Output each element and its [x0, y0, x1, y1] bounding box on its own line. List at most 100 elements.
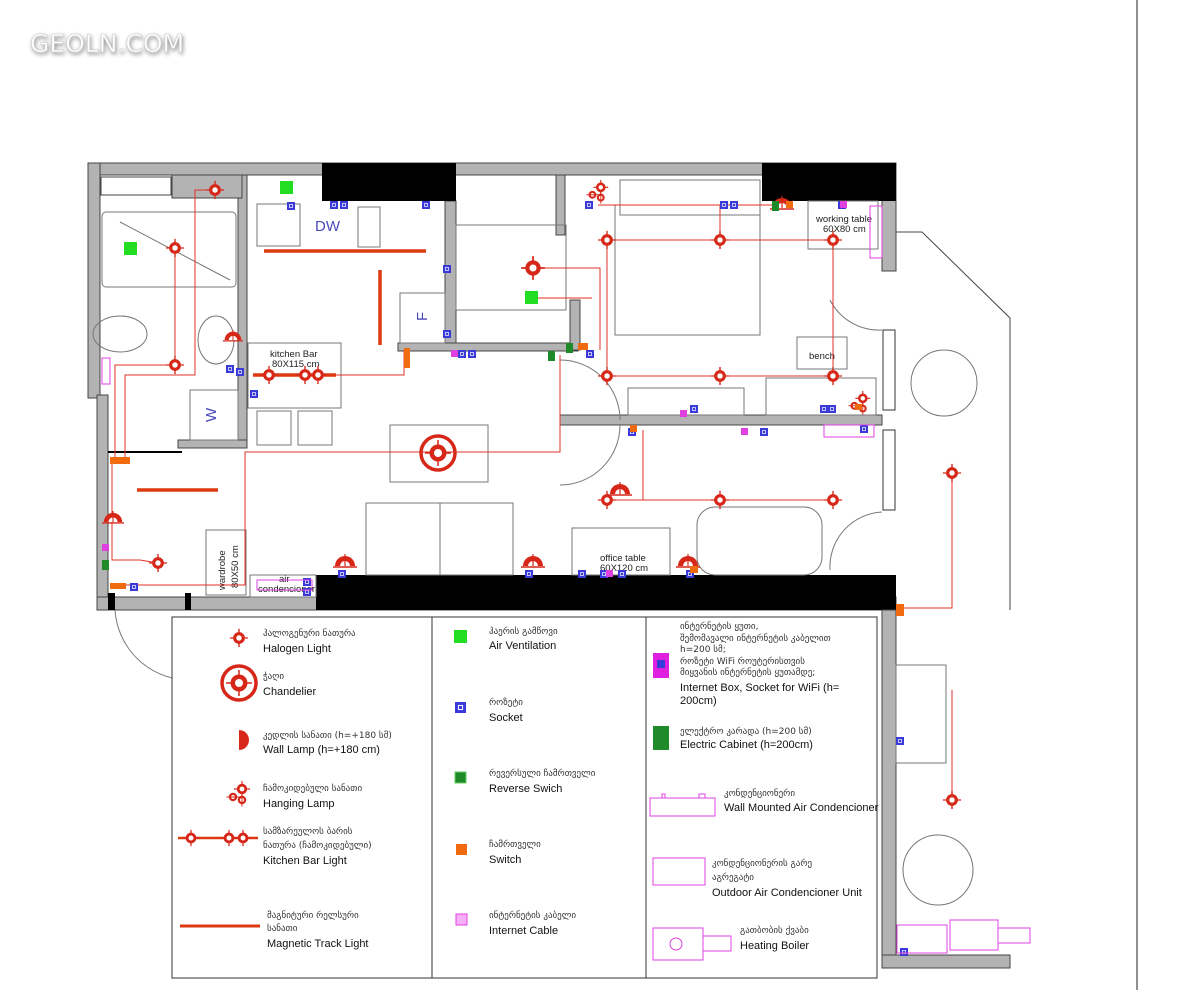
legend-halogen-en: Halogen Light [263, 643, 331, 655]
wardrobe-label: wardrobe [217, 550, 228, 591]
office-table-size: 60X120 cm [600, 563, 648, 574]
wall-lamp-icon [675, 553, 701, 568]
legend-chandelier-ka: ჭაღი [263, 671, 284, 682]
legend-internet-cable-icon [455, 913, 468, 926]
socket-icon [286, 201, 296, 211]
working-table-size: 60X80 cm [823, 224, 866, 235]
legend-wall-ac-ka: კონდენციონერი [724, 788, 795, 799]
internet-cable-icon [451, 350, 458, 357]
socket-icon [442, 329, 452, 339]
legend-internet-box-ka2: შემომავალი ინტერნეტის კაბელით [680, 633, 831, 644]
switch-icon [404, 348, 410, 368]
wall-lamp-icon [332, 553, 358, 568]
switch-icon [630, 425, 637, 432]
switch-icon [578, 343, 588, 350]
legend-switch-ka: ჩამრთველი [489, 839, 541, 850]
socket-icon [585, 349, 595, 359]
dishwasher-label: DW [315, 218, 341, 235]
socket-icon [759, 427, 769, 437]
legend-chandelier-icon [220, 664, 258, 702]
halogen-light-icon [710, 490, 730, 510]
halogen-light-icon [520, 255, 546, 281]
legend-wall-lamp-icon [239, 730, 249, 750]
socket-icon [819, 404, 829, 414]
legend-chandelier-en: Chandelier [263, 686, 317, 698]
wardrobe-size: 80X50 cm [230, 545, 241, 588]
chandelier-icon [419, 434, 457, 472]
legend-internet-box-ka3: h=200 სმ; [680, 644, 726, 655]
legend-ventilation-ka: ჰაერის გამწოვი [489, 626, 558, 637]
reverse-switch-icon [548, 351, 555, 361]
socket-icon [689, 404, 699, 414]
halogen-light-icon [823, 366, 843, 386]
bench-label: bench [809, 351, 835, 362]
legend-reverse-switch-icon [454, 771, 467, 784]
socket-icon [827, 404, 837, 414]
socket-icon [584, 200, 594, 210]
switch-icon [896, 604, 904, 616]
socket-icon [225, 364, 235, 374]
socket-icon [339, 200, 349, 210]
halogen-light-icon [942, 790, 962, 810]
switch-icon [110, 583, 126, 589]
legend-boiler-icon [652, 927, 732, 961]
switch-icon [690, 566, 698, 573]
legend-hanging-lamp-en: Hanging Lamp [263, 798, 335, 810]
legend-track-en: Magnetic Track Light [267, 938, 369, 950]
legend-internet-cable-en: Internet Cable [489, 925, 558, 937]
halogen-light-icon [597, 366, 617, 386]
socket-icon [617, 569, 627, 579]
halogen-light-icon [165, 355, 185, 375]
switch-icon [786, 201, 793, 208]
legend-internet-box-ka5: მიყვანის ინტერნეტის ყუთამდე; [680, 667, 815, 678]
legend-outdoor-ac-ka1: კონდენციონერის გარე [712, 858, 812, 869]
socket-icon [577, 569, 587, 579]
socket-icon [719, 200, 729, 210]
legend-wall-lamp-en: Wall Lamp (h=+180 cm) [263, 744, 380, 756]
legend-reverse-switch-en: Reverse Swich [489, 783, 562, 795]
socket-icon [524, 569, 534, 579]
watermark: GEOLN.COM [30, 29, 184, 58]
legend-internet-box-en2: 200cm) [680, 695, 717, 707]
legend-outdoor-ac-en: Outdoor Air Condencioner Unit [712, 887, 862, 899]
halogen-light-icon [597, 230, 617, 250]
internet-cable-icon [102, 544, 109, 551]
halogen-light-icon [942, 463, 962, 483]
legend-track-ka: მაგნიტური რელსური [267, 910, 359, 921]
legend-wall-lamp-ka: კედლის სანათი (h=+180 სმ) [263, 730, 392, 741]
office-table-label: office table [600, 553, 646, 564]
internet-cable-icon [606, 570, 613, 577]
reverse-switch-icon [566, 343, 573, 353]
socket-icon [442, 264, 452, 274]
reverse-switch-icon [102, 560, 109, 570]
internet-cable-icon [840, 201, 847, 208]
internet-cable-icon [680, 410, 687, 417]
legend-track-ka2: სანათი [267, 923, 298, 934]
socket-icon [329, 200, 339, 210]
balcony-devices [101, 205, 1031, 954]
socket-icon [302, 587, 312, 597]
fridge-label: F [414, 312, 431, 321]
halogen-light-icon [710, 366, 730, 386]
socket-icon [895, 736, 905, 746]
legend-ventilation-en: Air Ventilation [489, 640, 556, 652]
kitchen-bar-label: kitchen Bar [270, 349, 318, 360]
legend-boiler-en: Heating Boiler [740, 940, 809, 952]
hanging-lamp-icon [847, 390, 871, 416]
socket-icon [129, 582, 139, 592]
working-table-label: working table [815, 214, 872, 225]
legend-internet-cable-ka: ინტერნეტის კაბელი [489, 910, 576, 921]
legend-socket-ka: როზეტი [489, 697, 523, 708]
legend-internet-box-en1: Internet Box, Socket for WiFi (h= [680, 682, 839, 694]
legend-electric-cabinet-icon [653, 726, 669, 750]
switch-icon [855, 404, 862, 410]
legend-socket-icon [454, 701, 467, 714]
legend-wall-ac-icon [649, 793, 716, 817]
legend-reverse-switch-ka: რევერსული ჩამრთველი [489, 768, 596, 779]
walls [87, 162, 1011, 969]
halogen-light-icon [710, 230, 730, 250]
reverse-switch-icon [772, 201, 779, 211]
legend: ჰალოგენური ნათურა Halogen Light ჭაღი Cha… [171, 616, 879, 979]
kitchen-bar-size: 80X115 cm [272, 359, 319, 370]
washer-label: W [203, 407, 220, 422]
